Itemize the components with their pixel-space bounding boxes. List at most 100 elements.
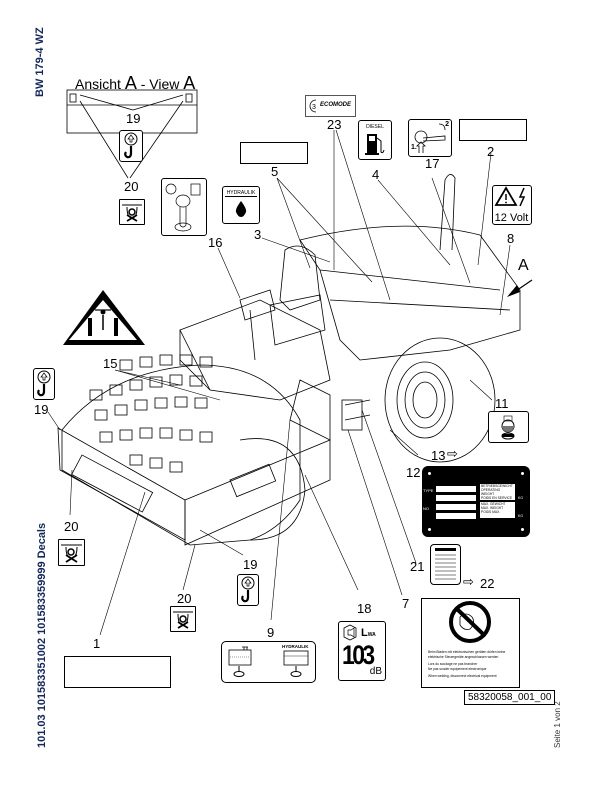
plate-max-line: MAX. GEWICHT bbox=[481, 502, 506, 506]
plate-max-line: MAX. WEIGHT bbox=[481, 505, 504, 510]
callout-19-front: 19 bbox=[243, 557, 258, 572]
callout-12: 12 bbox=[406, 465, 421, 480]
decal-4-diesel: DIESEL bbox=[358, 120, 392, 160]
decal-18-sound-power: LWA 103 dB bbox=[338, 621, 386, 681]
plate-no-label: NO bbox=[423, 506, 429, 511]
svg-text:3: 3 bbox=[312, 104, 316, 111]
warning-line: When welding, disconnect electrical equi… bbox=[428, 674, 497, 679]
plate-field-no bbox=[436, 504, 476, 510]
decal-2-blank bbox=[459, 119, 527, 141]
plate-weight-box: BETRIEBSGEWICHT OPERATING WEIGHT POIDS E… bbox=[480, 484, 515, 500]
view-title: Ansicht A - View A bbox=[75, 73, 195, 94]
callout-15: 15 bbox=[103, 356, 118, 371]
voltage-label: 12 Volt bbox=[494, 212, 529, 224]
callout-20-left: 20 bbox=[64, 519, 79, 534]
decal-21-card bbox=[430, 544, 461, 585]
tie-down-icon bbox=[173, 611, 193, 629]
oil-drop-icon bbox=[235, 201, 247, 217]
callout-2: 2 bbox=[487, 144, 495, 159]
oil-level-icon bbox=[501, 415, 515, 440]
decal-17-lever: 1. 2 bbox=[408, 119, 452, 157]
no-welding-icon bbox=[449, 601, 491, 643]
callout-20-front: 20 bbox=[177, 591, 192, 606]
view-arrow-label: A bbox=[518, 257, 529, 274]
hydraulik-9-label: HYDRAULIK bbox=[282, 644, 309, 649]
callout-18: 18 bbox=[357, 601, 372, 616]
callout-3: 3 bbox=[254, 227, 262, 242]
leader-lines bbox=[47, 129, 511, 636]
decal-19-left bbox=[33, 368, 55, 400]
callout-16: 16 bbox=[208, 235, 223, 250]
sound-label-sub: WA bbox=[367, 632, 376, 638]
plate-rivet bbox=[521, 528, 524, 531]
callout-4: 4 bbox=[372, 167, 380, 182]
sound-unit: dB bbox=[369, 666, 382, 677]
view-title-letter-en: A bbox=[183, 73, 196, 93]
plate-max-box: MAX. GEWICHT MAX. WEIGHT POIDS MAX. bbox=[480, 502, 515, 518]
ecomode-logo-icon: 3 bbox=[309, 99, 317, 113]
step-2-label: 2 bbox=[445, 121, 449, 128]
hydraulik-label: HYDRAULIK bbox=[225, 190, 257, 197]
lever-step-icon bbox=[414, 123, 446, 153]
welding-warning-text: Beim Bladen mit elektronischen geräten d… bbox=[422, 650, 519, 679]
lift-hook-icon bbox=[124, 132, 138, 159]
plate-rivet bbox=[428, 528, 431, 531]
arrow-right-icon: ⇨ bbox=[447, 446, 458, 461]
callout-19-view: 19 bbox=[126, 111, 141, 126]
view-title-prefix: Ansicht bbox=[75, 76, 121, 92]
warning-line: elektrische Steuergeräte angeschlossen w… bbox=[428, 654, 499, 659]
electric-warning-icon bbox=[494, 186, 526, 207]
drawing-number: 58320058_001_00 bbox=[464, 690, 556, 705]
crush-warning-triangle bbox=[63, 290, 145, 345]
callout-21: 21 bbox=[410, 559, 425, 574]
arrow-right-icon: ⇨ bbox=[463, 574, 474, 589]
callout-23: 23 bbox=[327, 117, 342, 132]
callout-11: 11 bbox=[495, 396, 509, 411]
callout-13: 13 bbox=[431, 448, 446, 463]
tie-down-icon bbox=[122, 204, 142, 222]
view-title-sep: - View bbox=[136, 76, 184, 92]
checklist-icon bbox=[435, 548, 456, 580]
sound-value: 103 bbox=[342, 640, 375, 670]
decal-19-front bbox=[237, 574, 259, 606]
decal-20-left bbox=[58, 539, 85, 566]
plate-weight-line: OPERATING WEIGHT bbox=[481, 487, 501, 496]
decal-12-type-plate: TYPE NO BETRIEBSGEWICHT OPERATING WEIGHT… bbox=[422, 466, 530, 537]
plate-field bbox=[436, 495, 476, 501]
plate-field bbox=[436, 513, 476, 519]
decal-20-front bbox=[170, 606, 196, 632]
warning-line: Beim Bladen mit elektronischen geräten d… bbox=[428, 650, 506, 654]
plate-weight-line: POIDS EN SERVICE bbox=[481, 495, 513, 500]
drum-pads bbox=[89, 354, 213, 473]
hydraulic-tank-icon bbox=[283, 650, 309, 677]
warning-line: Ne pas souder equipement electronique bbox=[428, 666, 487, 671]
callout-7: 7 bbox=[402, 596, 410, 611]
lift-hook-icon bbox=[37, 370, 51, 397]
callout-20-view: 20 bbox=[124, 179, 139, 194]
callout-5: 5 bbox=[271, 164, 279, 179]
tank-level-icons bbox=[228, 646, 309, 677]
ecomode-label: ECOMODE bbox=[320, 102, 352, 108]
callout-19-left: 19 bbox=[34, 402, 49, 417]
warning-line: Lors du soudage ne pas brancher bbox=[428, 662, 478, 667]
decal-11-oil-check bbox=[488, 411, 529, 443]
decal-welding-warning: Beim Bladen mit elektronischen geräten d… bbox=[421, 598, 520, 688]
plate-rivet bbox=[428, 472, 431, 475]
tie-down-icon bbox=[61, 544, 82, 563]
plate-field-type bbox=[436, 486, 476, 492]
fuel-pump-icon bbox=[365, 134, 385, 155]
view-title-letter-de: A bbox=[124, 73, 137, 93]
lift-hook-icon bbox=[241, 576, 255, 603]
callout-8: 8 bbox=[507, 231, 515, 246]
step-1-label: 1. bbox=[411, 144, 417, 151]
diesel-label: DIESEL bbox=[366, 124, 384, 130]
sound-label: LWA bbox=[361, 627, 376, 639]
plate-max-line: POIDS MAX. bbox=[481, 509, 501, 514]
plate-unit-2: KG bbox=[518, 514, 524, 518]
decal-1-blank bbox=[64, 656, 171, 688]
view-a-arrow bbox=[507, 279, 533, 297]
callout-1: 1 bbox=[93, 636, 101, 651]
callout-9: 9 bbox=[267, 625, 275, 640]
water-tank-icon bbox=[228, 646, 252, 677]
